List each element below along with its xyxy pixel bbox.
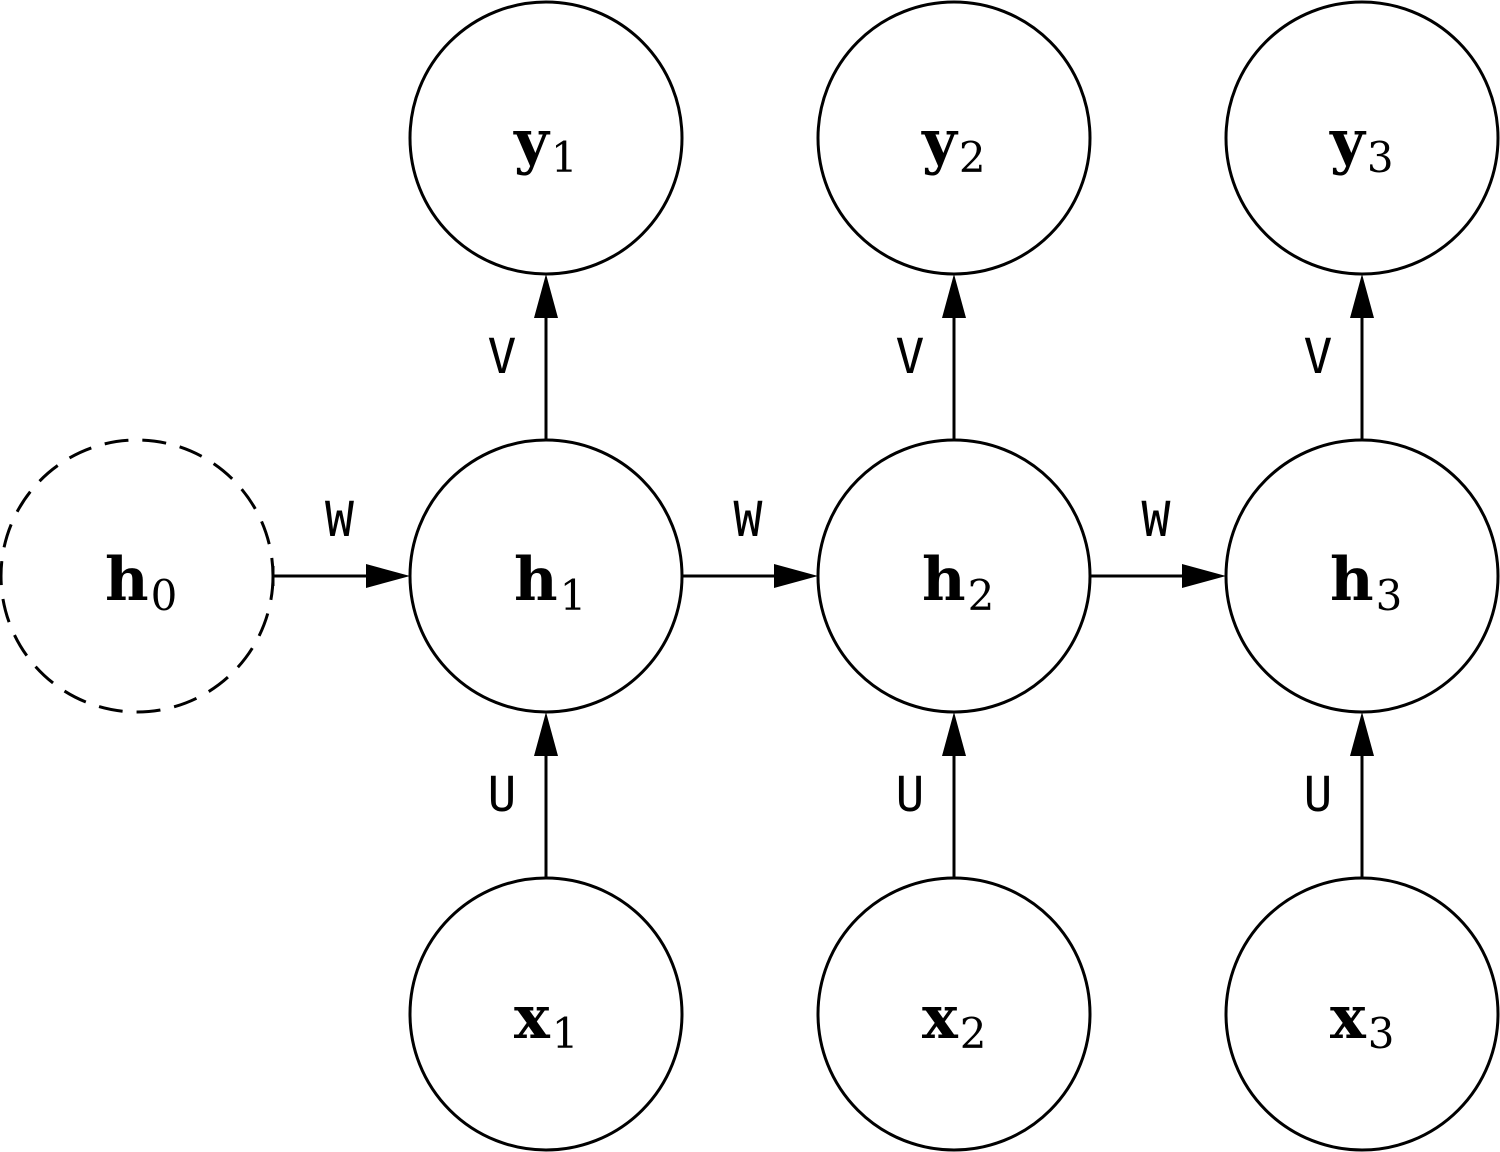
node-x3-label: x3 bbox=[1330, 983, 1395, 1058]
node-y3-label: y3 bbox=[1329, 107, 1394, 182]
node-x2: x2 bbox=[816, 876, 1092, 1152]
node-y3: y3 bbox=[1224, 0, 1500, 276]
edge-h2-h3-arrowhead bbox=[1182, 564, 1226, 588]
node-h3-main: h bbox=[1330, 545, 1374, 615]
edge-h2-y2-label: V bbox=[896, 329, 925, 385]
edge-h1-y1-arrowhead bbox=[534, 274, 558, 318]
edge-x2-h2-arrowhead bbox=[942, 712, 966, 756]
node-y2-label: y2 bbox=[921, 107, 986, 182]
edge-h0-h1: W bbox=[271, 492, 410, 588]
edge-x1-h1: U bbox=[488, 712, 558, 878]
node-x2-subscript: 2 bbox=[960, 1009, 987, 1058]
node-y2-subscript: 2 bbox=[959, 133, 986, 182]
edge-h3-y3: V bbox=[1304, 274, 1374, 440]
node-h2: h2 bbox=[816, 438, 1092, 714]
node-h0: h0 bbox=[0, 438, 275, 714]
edge-h2-h3-label: W bbox=[1142, 492, 1171, 548]
node-x2-circle bbox=[816, 876, 1092, 1152]
node-x3-main: x bbox=[1330, 983, 1367, 1053]
node-x3: x3 bbox=[1224, 876, 1500, 1152]
node-h0-circle bbox=[0, 438, 275, 714]
node-y1-subscript: 1 bbox=[551, 133, 578, 182]
edge-x3-h3-arrowhead bbox=[1350, 712, 1374, 756]
node-h1-label: h1 bbox=[514, 545, 586, 620]
node-x3-circle bbox=[1224, 876, 1500, 1152]
edge-h1-y1: V bbox=[488, 274, 558, 440]
edge-x1-h1-arrowhead bbox=[534, 712, 558, 756]
node-x1-main: x bbox=[514, 983, 551, 1053]
node-x1: x1 bbox=[408, 876, 684, 1152]
edge-x3-h3-label: U bbox=[1304, 767, 1333, 823]
node-h3-circle bbox=[1224, 438, 1500, 714]
edge-h3-y3-label: V bbox=[1304, 329, 1333, 385]
node-h2-subscript: 2 bbox=[968, 571, 995, 620]
edge-h1-h2: W bbox=[682, 492, 818, 588]
node-y3-subscript: 3 bbox=[1367, 133, 1394, 182]
node-h0-subscript: 0 bbox=[151, 571, 178, 620]
node-y3-circle bbox=[1224, 0, 1500, 276]
node-y3-main: y bbox=[1329, 107, 1367, 177]
edge-h3-y3-arrowhead bbox=[1350, 274, 1374, 318]
edge-h2-h3: W bbox=[1090, 492, 1226, 588]
node-y1: y1 bbox=[408, 0, 684, 276]
edge-h1-h2-arrowhead bbox=[774, 564, 818, 588]
node-x1-subscript: 1 bbox=[552, 1009, 579, 1058]
node-h2-circle bbox=[816, 438, 1092, 714]
edge-h1-y1-label: V bbox=[488, 329, 517, 385]
node-h1-circle bbox=[408, 438, 684, 714]
node-h1-subscript: 1 bbox=[560, 571, 587, 620]
node-h0-main: h bbox=[105, 545, 149, 615]
node-h3-subscript: 3 bbox=[1376, 571, 1403, 620]
edge-x2-h2: U bbox=[896, 712, 966, 878]
node-x1-circle bbox=[408, 876, 684, 1152]
node-h2-label: h2 bbox=[922, 545, 994, 620]
node-x2-main: x bbox=[922, 983, 959, 1053]
node-h3-label: h3 bbox=[1330, 545, 1402, 620]
edge-x1-h1-label: U bbox=[488, 767, 517, 823]
node-y2: y2 bbox=[816, 0, 1092, 276]
node-h0-label: h0 bbox=[105, 545, 177, 620]
edge-h0-h1-arrowhead bbox=[366, 564, 410, 588]
edge-h2-y2: V bbox=[896, 274, 966, 440]
edges-layer: W W W V V V U U U bbox=[271, 274, 1374, 878]
node-h2-main: h bbox=[922, 545, 966, 615]
node-y1-main: y bbox=[513, 107, 551, 177]
node-y1-circle bbox=[408, 0, 684, 276]
edge-h2-y2-arrowhead bbox=[942, 274, 966, 318]
edge-h1-h2-label: W bbox=[734, 492, 763, 548]
node-x1-label: x1 bbox=[514, 983, 579, 1058]
node-h1: h1 bbox=[408, 438, 684, 714]
edge-x2-h2-label: U bbox=[896, 767, 925, 823]
node-y2-main: y bbox=[921, 107, 959, 177]
node-y1-label: y1 bbox=[513, 107, 578, 182]
edge-h0-h1-label: W bbox=[325, 492, 354, 548]
node-y2-circle bbox=[816, 0, 1092, 276]
edge-x3-h3: U bbox=[1304, 712, 1374, 878]
node-x2-label: x2 bbox=[922, 983, 987, 1058]
node-x3-subscript: 3 bbox=[1368, 1009, 1395, 1058]
node-h1-main: h bbox=[514, 545, 558, 615]
node-h3: h3 bbox=[1224, 438, 1500, 714]
